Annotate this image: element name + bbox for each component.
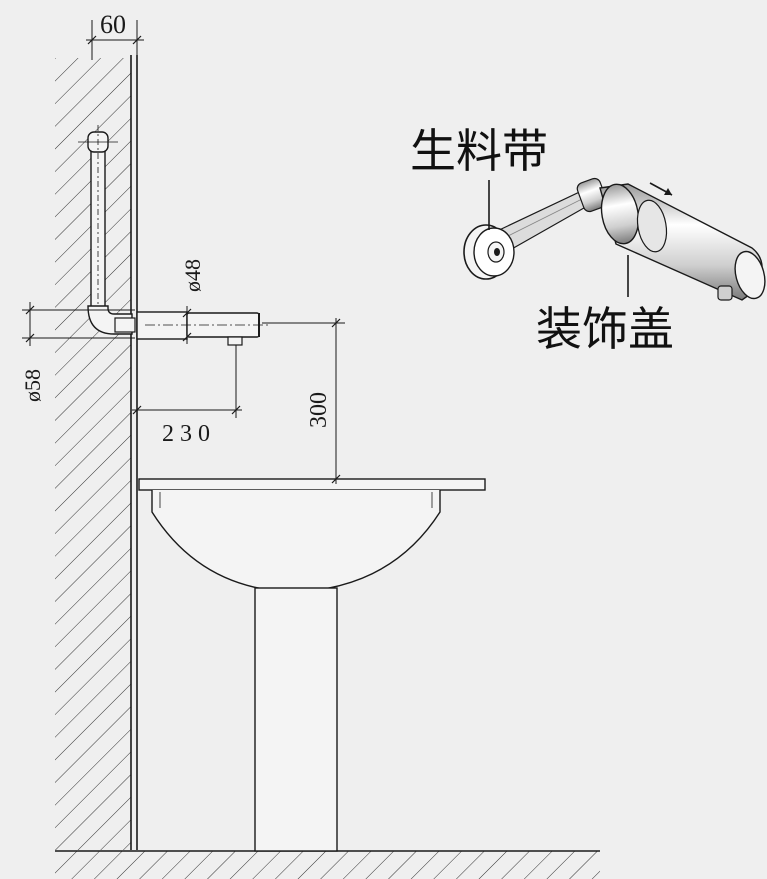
dimension-48-label: ø48 — [180, 259, 205, 292]
faucet-side-view — [114, 311, 270, 346]
dimension-60-label: 60 — [100, 10, 126, 39]
dimension-300 — [262, 318, 345, 484]
exploded-view — [463, 177, 766, 301]
thread-tape-label: 生料带 — [410, 124, 548, 178]
dimension-48 — [182, 306, 192, 344]
dimension-300-label: 300 — [306, 392, 332, 428]
dimension-58 — [22, 302, 135, 346]
supply-pipe — [78, 125, 133, 335]
dimension-60 — [86, 20, 144, 60]
decorative-cover-label: 装饰盖 — [536, 302, 674, 356]
dimension-230-label: 230 — [162, 421, 216, 447]
dimension-58-label: ø58 — [20, 369, 45, 402]
pedestal — [254, 587, 338, 852]
washbasin — [138, 478, 486, 593]
floor — [55, 850, 600, 879]
dimension-230 — [132, 345, 242, 418]
